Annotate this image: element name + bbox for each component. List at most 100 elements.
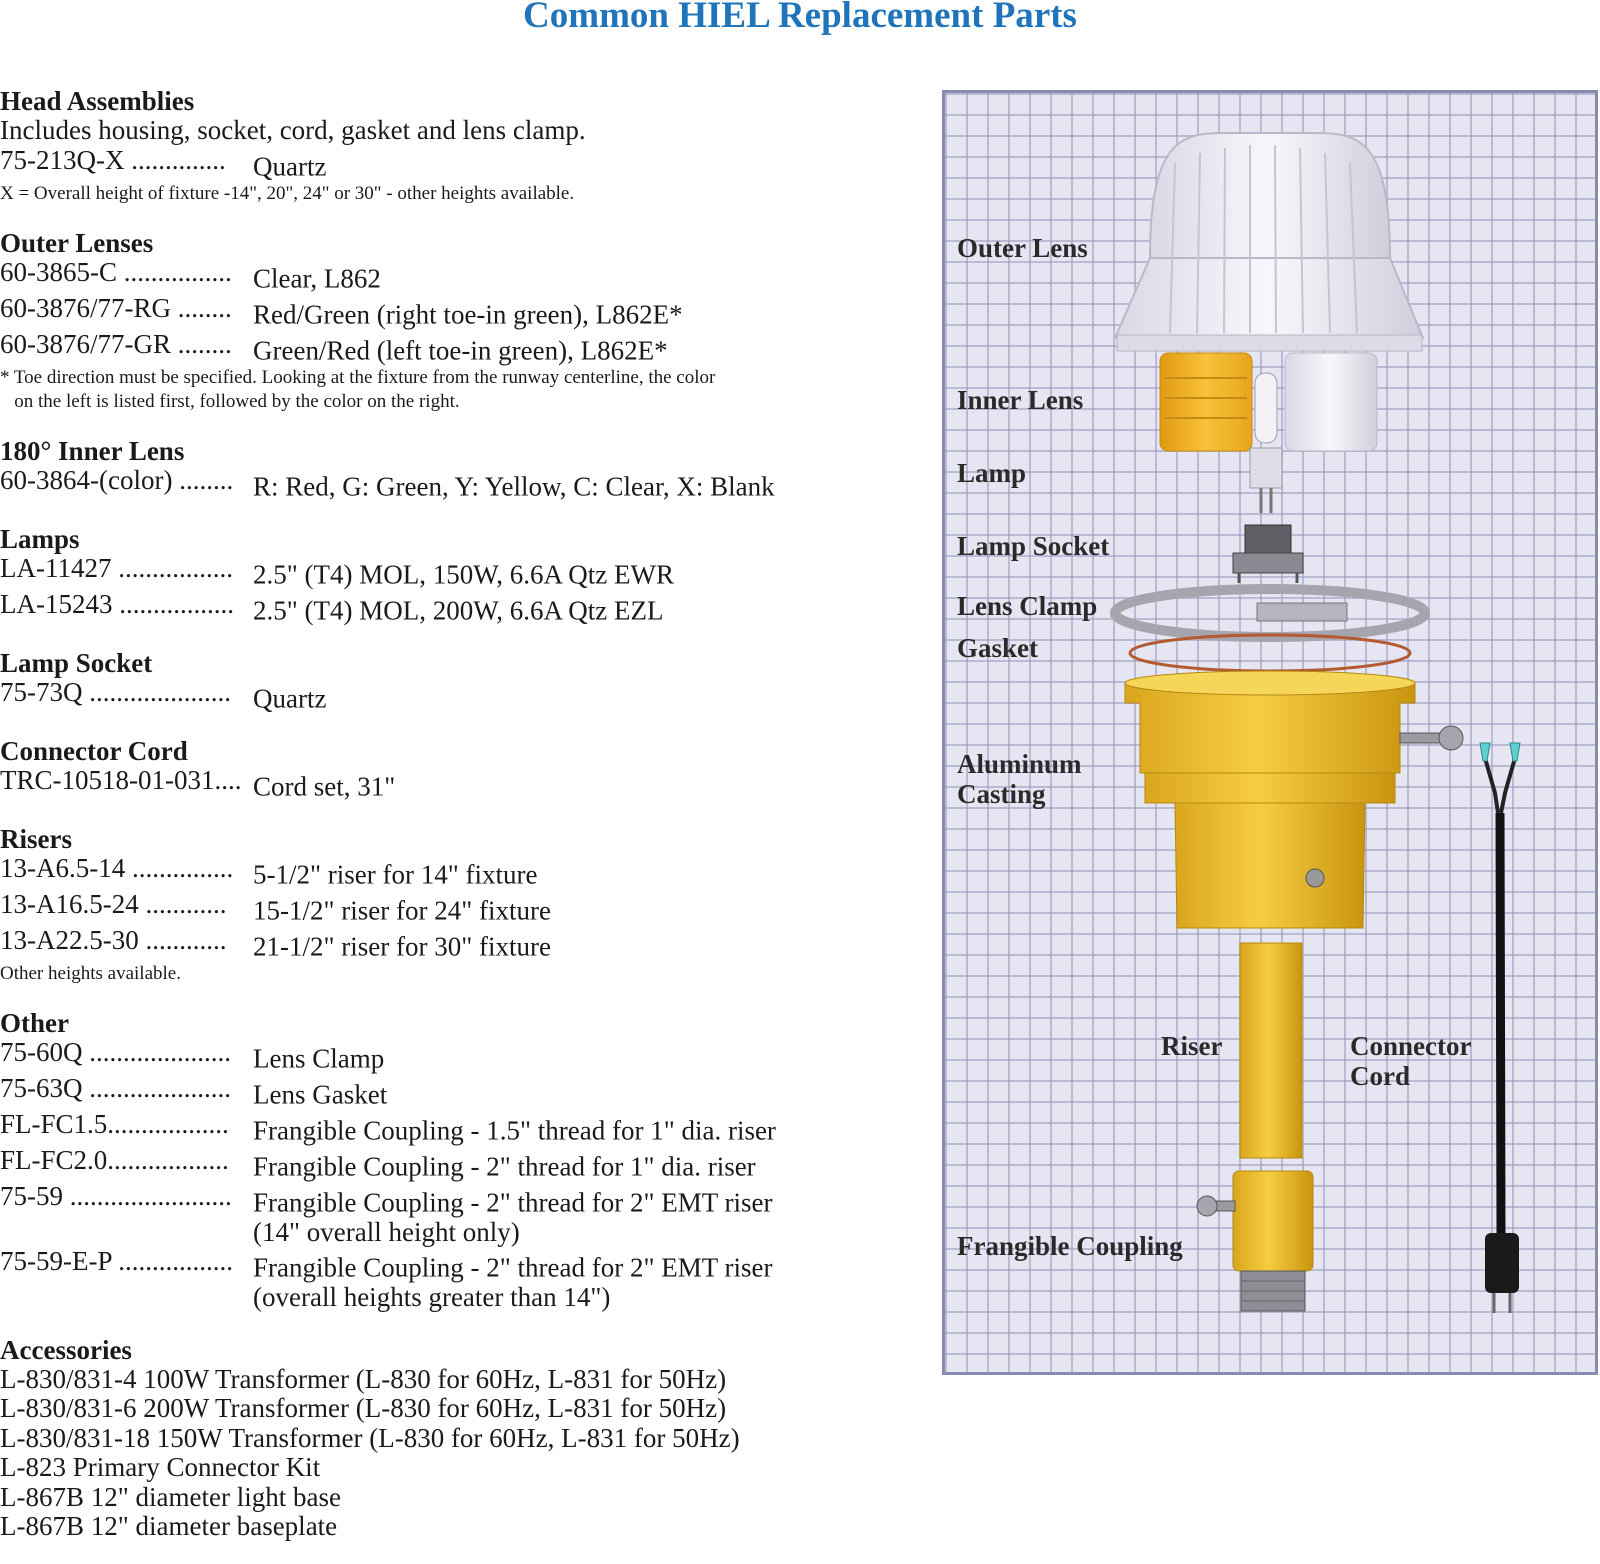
exploded-fixture-diagram: Outer Lens Inner Lens Lamp Lamp Socket L… — [942, 90, 1598, 1375]
part-row: 75-59 ........................ Frangible … — [0, 1182, 900, 1218]
part-desc: Cord set, 31" — [253, 771, 396, 801]
part-desc: 5-1/2" riser for 14" fixture — [253, 859, 538, 889]
section-head-assemblies: Head Assemblies Includes housing, socket… — [0, 86, 900, 206]
part-desc: Frangible Coupling - 2" thread for 2" EM… — [253, 1187, 773, 1217]
part-row: 60-3876/77-RG ........Red/Green (right t… — [0, 294, 900, 330]
aluminum-casting-shape — [1124, 670, 1464, 929]
section-heading: Other — [0, 1007, 69, 1038]
part-code: LA-15243 ................. — [0, 589, 234, 619]
section-heading: Head Assemblies — [0, 86, 195, 116]
section-heading: Lamp Socket — [0, 647, 153, 678]
section-inner-lens: 180° Inner Lens 60-3864-(color) ........… — [0, 436, 900, 502]
part-row: LA-11427 .................2.5" (T4) MOL,… — [0, 554, 900, 590]
accessory-item: L-830/831-6 200W Transformer (L-830 for … — [0, 1393, 727, 1423]
section-heading: Risers — [0, 823, 72, 854]
section-risers: Risers 13-A6.5-14 ............... 5-1/2" … — [0, 824, 900, 986]
section-other: Other 75-60Q ..................... Lens C… — [0, 1008, 900, 1313]
parts-list: Head Assemblies Includes housing, socket… — [0, 86, 900, 1564]
part-row: 75-63Q ..................... Lens Gasket — [0, 1074, 900, 1110]
section-connector-cord: Connector Cord TRC-10518-01-031.... Cord … — [0, 736, 900, 802]
part-desc: Frangible Coupling - 1.5" thread for 1" … — [253, 1115, 776, 1145]
part-code: 13-A6.5-14 ............... — [0, 853, 234, 883]
section-heading: Lamps — [0, 523, 80, 554]
part-row: 13-A6.5-14 ............... 5-1/2" riser f… — [0, 854, 900, 890]
part-desc: Red/Green (right toe-in green), L862E* — [253, 299, 683, 329]
part-code: FL-FC1.5.................. — [0, 1109, 229, 1139]
accessory-item: L-830/831-18 150W Transformer (L-830 for… — [0, 1422, 740, 1453]
section-lamp-socket: Lamp Socket 75-73Q .....................… — [0, 648, 900, 714]
part-row: 75-73Q .....................Quartz — [0, 678, 900, 714]
accessory-item: L-867B 12" diameter baseplate — [0, 1511, 338, 1541]
label-line: Cord — [1350, 1061, 1410, 1091]
section-heading: 180° Inner Lens — [0, 435, 185, 466]
section-intro: Includes housing, socket, cord, gasket a… — [0, 115, 586, 145]
connector-cord-shape — [1479, 742, 1521, 1313]
label-line: Aluminum — [957, 749, 1082, 779]
section-heading: Accessories — [0, 1334, 132, 1365]
part-code: 75-59-E-P ................. — [0, 1247, 233, 1276]
accessory-item: L-867B 12" diameter light base — [0, 1481, 341, 1512]
part-code: FL-FC2.0.................. — [0, 1145, 229, 1175]
part-row: 75-59-E-P ................. Frangible Cou… — [0, 1247, 900, 1283]
part-row: 75-60Q ..................... Lens Clamp — [0, 1038, 900, 1074]
part-desc: Quartz — [253, 151, 327, 181]
part-desc: 2.5" (T4) MOL, 200W, 6.6A Qtz EZL — [253, 595, 664, 625]
part-desc: R: Red, G: Green, Y: Yellow, C: Clear, X… — [253, 471, 775, 501]
accessory-item: L-823 Primary Connector Kit — [0, 1452, 321, 1482]
part-desc-continued: (overall heights greater than 14") — [253, 1282, 611, 1312]
part-code: 75-63Q ..................... — [0, 1073, 231, 1103]
section-note: on the left is listed first, followed by… — [0, 390, 460, 412]
part-row: 13-A22.5-30 ............ 21-1/2" riser fo… — [0, 926, 900, 962]
label-lens-clamp: Lens Clamp — [957, 591, 1098, 621]
part-row: LA-15243 ................. 2.5" (T4) MOL,… — [0, 590, 900, 626]
part-desc: 21-1/2" riser for 30" fixture — [253, 931, 551, 961]
label-line: Casting — [957, 779, 1046, 809]
label-riser: Riser — [1161, 1031, 1223, 1061]
section-outer-lenses: Outer Lenses 60-3865-C ................C… — [0, 228, 900, 414]
part-row: FL-FC1.5.................. Frangible Coup… — [0, 1110, 900, 1146]
section-heading: Connector Cord — [0, 735, 188, 766]
label-inner-lens: Inner Lens — [957, 385, 1084, 415]
part-desc: Frangible Coupling - 2" thread for 1" di… — [253, 1151, 756, 1181]
part-row: 60-3864-(color) ........ R: Red, G: Green… — [0, 466, 900, 502]
label-outer-lens: Outer Lens — [957, 233, 1088, 263]
part-code: TRC-10518-01-031.... — [0, 765, 242, 795]
accessory-item: L-830/831-4 100W Transformer (L-830 for … — [0, 1363, 727, 1394]
part-code: 13-A16.5-24 ............ — [0, 889, 227, 919]
part-code: 60-3864-(color) ........ — [0, 465, 234, 495]
lamp-socket-shape — [1232, 524, 1304, 583]
part-desc-continued: (14" overall height only) — [253, 1216, 520, 1247]
inner-lens-shape — [1159, 352, 1378, 452]
part-code: 75-213Q-X .............. — [0, 145, 226, 175]
part-code: 13-A22.5-30 ............ — [0, 925, 227, 955]
lens-clamp-shape — [1110, 584, 1430, 642]
section-lamps: Lamps LA-11427 .................2.5" (T4… — [0, 524, 900, 626]
part-code: 75-59 ........................ — [0, 1181, 232, 1211]
part-code: 60-3876/77-GR ........ — [0, 329, 232, 359]
outer-lens-shape — [1113, 132, 1425, 352]
part-desc: Frangible Coupling - 2" thread for 2" EM… — [253, 1252, 773, 1283]
part-desc: Lens Clamp — [253, 1043, 385, 1073]
part-desc: Quartz — [253, 683, 327, 713]
section-accessories: Accessories L-830/831-4 100W Transformer… — [0, 1335, 900, 1542]
part-desc: 2.5" (T4) MOL, 150W, 6.6A Qtz EWR — [253, 559, 674, 589]
riser-shape — [1239, 942, 1303, 1159]
part-code: 60-3865-C ................ — [0, 257, 232, 287]
label-lamp-socket: Lamp Socket — [957, 531, 1110, 561]
part-desc: Lens Gasket — [253, 1079, 388, 1109]
section-note: * Toe direction must be specified. Looki… — [0, 366, 716, 388]
part-row: 75-213Q-X .............. Quartz — [0, 146, 900, 182]
part-row: 60-3876/77-GR ........Green/Red (left to… — [0, 330, 900, 366]
part-code: 75-60Q ..................... — [0, 1037, 231, 1067]
part-row: 60-3865-C ................ Clear, L862 — [0, 258, 900, 294]
section-note: Other heights available. — [0, 962, 181, 984]
label-frangible-coupling: Frangible Coupling — [957, 1231, 1183, 1261]
label-lamp: Lamp — [957, 458, 1027, 488]
section-note: X = Overall height of fixture -14", 20",… — [0, 182, 575, 204]
frangible-coupling-shape — [1196, 1170, 1314, 1312]
part-row: 13-A16.5-24 ............15-1/2" riser fo… — [0, 890, 900, 926]
part-row: FL-FC2.0.................. Frangible Coup… — [0, 1146, 900, 1182]
part-row: TRC-10518-01-031.... Cord set, 31" — [0, 766, 900, 802]
part-desc: Clear, L862 — [253, 263, 381, 293]
